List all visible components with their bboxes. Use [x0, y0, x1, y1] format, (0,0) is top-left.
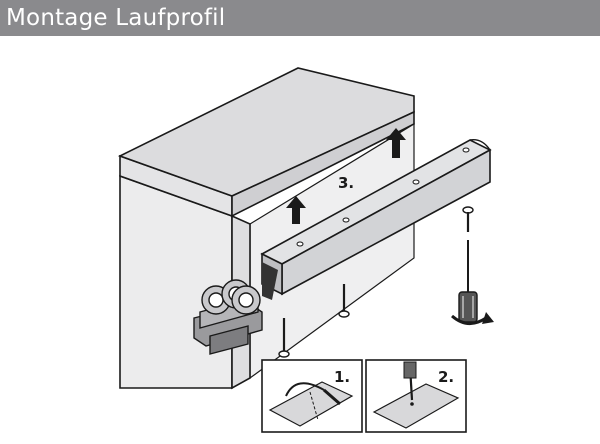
screwdriver-icon: [458, 240, 478, 323]
rotation-arrow-icon: [451, 312, 494, 325]
screw-icon: [278, 318, 290, 358]
detail-step-1: 1.: [261, 359, 363, 433]
detail-step-2: 2.: [365, 359, 467, 433]
step-1-label: 1.: [334, 368, 350, 386]
screw-icon: [338, 284, 350, 318]
page-title: Montage Laufprofil: [6, 5, 226, 31]
step-3-label: 3.: [338, 174, 354, 192]
screw-icon: [462, 206, 474, 232]
step-2-label: 2.: [438, 368, 454, 386]
running-profile: [260, 139, 492, 300]
cabinet-top: [117, 67, 415, 197]
title-bar: Montage Laufprofil: [0, 0, 600, 36]
up-arrow-icon: [386, 128, 406, 158]
up-arrow-icon: [286, 196, 306, 224]
installation-diagram: 3. 1.: [117, 67, 494, 433]
roller-carriage: [193, 279, 263, 355]
